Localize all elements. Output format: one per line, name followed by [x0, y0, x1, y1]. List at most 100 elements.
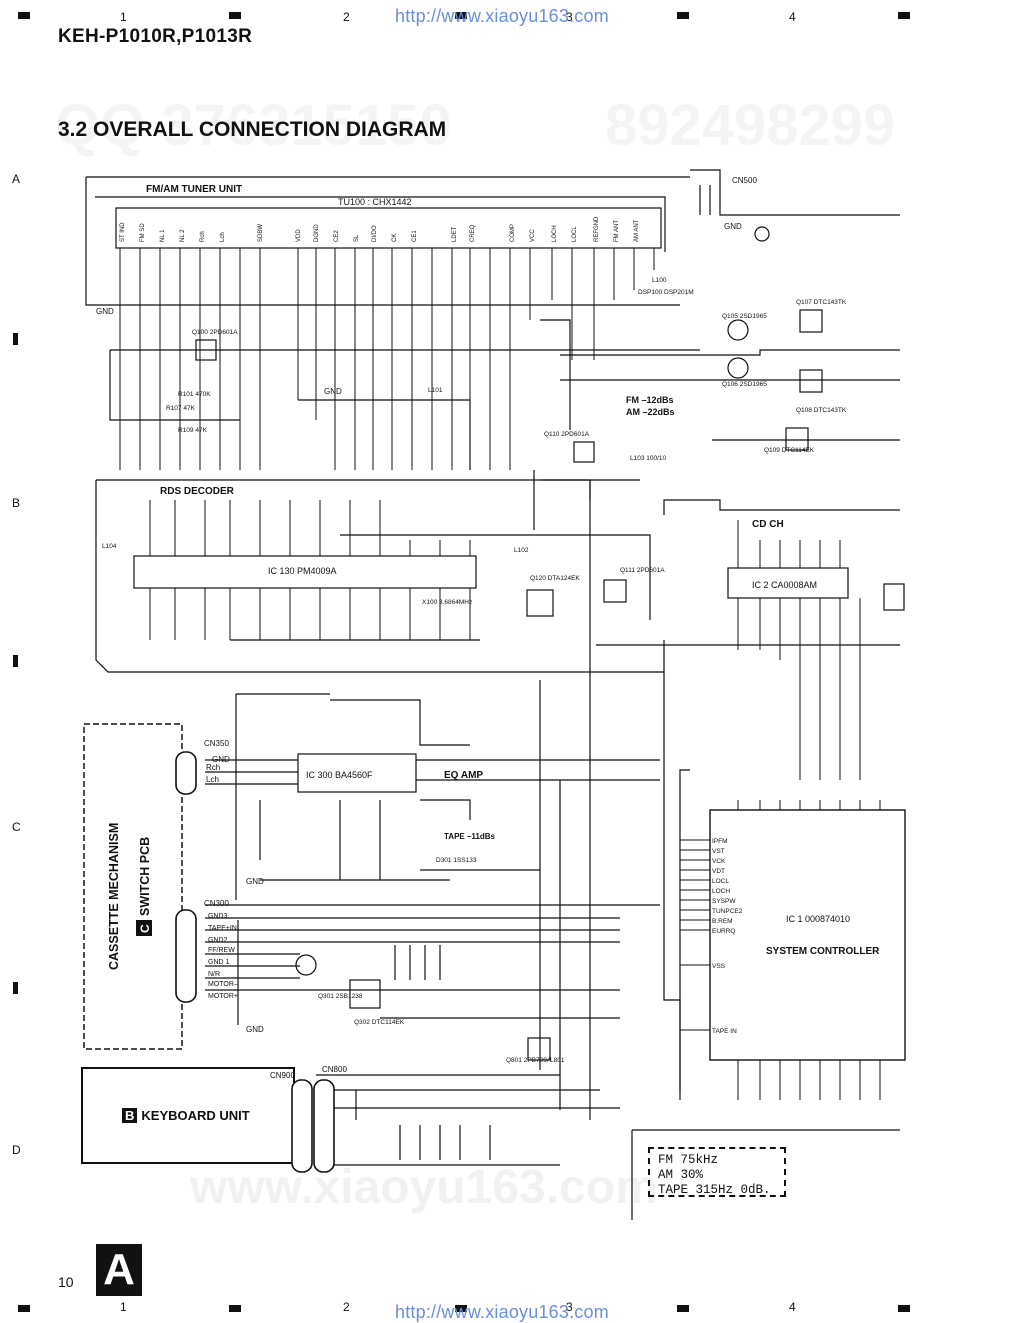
model-number: KEH-P1010R,P1013R [58, 26, 253, 47]
component-label: R101 470K [178, 391, 211, 398]
grid-mark [898, 12, 910, 19]
grid-mark [18, 12, 30, 19]
cn800-label: CN800 [322, 1065, 347, 1074]
grid-mark [18, 1305, 30, 1312]
am-level: AM –22dBs [626, 407, 675, 417]
grid-col-4: 4 [789, 10, 796, 24]
cn300-pin: GND3 [208, 913, 228, 920]
url-bottom[interactable]: http://www.xiaoyu163.com [395, 1302, 609, 1322]
gnd-label-cassette: GND [246, 1025, 264, 1034]
component-label: X100 3.6864MHz [422, 599, 472, 606]
component-label: Q110 2PD601A [544, 431, 590, 438]
component-label: L103 100/10 [630, 455, 667, 462]
note-line-2: AM 30% [658, 1168, 704, 1182]
component-label: R109 47K [178, 427, 208, 434]
grid-col-3-bottom: 3 [566, 1300, 573, 1314]
gnd-label-cn350: GND [212, 755, 230, 764]
watermark-number: 892498299 [605, 93, 896, 158]
section-letter: A [96, 1244, 142, 1296]
component-label: DSP100 DSP201M [638, 289, 694, 296]
tape-level: TAPE –11dBs [444, 832, 496, 841]
syscon-pin: EURRQ [712, 928, 735, 935]
component-label: Q105 2SD1965 [722, 313, 767, 320]
watermark-site: www.xiaoyu163.com [190, 1161, 658, 1214]
gnd-label: GND [96, 307, 114, 316]
cn300-pin: N/R [208, 971, 220, 978]
page-title: 3.2 OVERALL CONNECTION DIAGRAM [58, 118, 447, 141]
fm-level: FM –12dBs [626, 395, 674, 405]
component-label: L100 [652, 277, 667, 284]
tuner-title: FM/AM TUNER UNIT [146, 184, 242, 195]
tuner-pin: LDET [452, 226, 458, 242]
tuner-pin: CE2 [334, 230, 340, 242]
cn300-pin: MOTOR+ [208, 993, 238, 1000]
syscon-pin: TUNPCE2 [712, 908, 743, 915]
rds-title: RDS DECODER [160, 486, 235, 497]
component-label: D301 1SS133 [436, 857, 477, 864]
rch-label: Rch [206, 763, 220, 772]
tuner-pin: AM ANT [634, 219, 640, 242]
grid-mark [455, 1305, 467, 1312]
cn300-label: CN300 [204, 899, 229, 908]
page-number: 10 [58, 1274, 74, 1290]
grid-col-2: 2 [343, 10, 350, 24]
gnd-label-tuner: GND [324, 387, 342, 396]
grid-mark [455, 12, 467, 19]
grid-col-1-bottom: 1 [120, 1300, 127, 1314]
gnd-label-cn500: GND [724, 222, 742, 231]
eq-ic-label: IC 300 BA4560F [306, 770, 373, 780]
cn900-label: CN900 [270, 1071, 295, 1080]
grid-mark [229, 1305, 241, 1312]
tuner-pin: CREQ [470, 224, 476, 242]
test-condition-note: FM 75kHz AM 30% TAPE 315Hz 0dB. [648, 1147, 786, 1197]
component-label: L101 [428, 387, 443, 394]
tuner-pin: LOCL [572, 226, 578, 242]
tuner-pin: SDBW [258, 224, 264, 242]
gnd-label-eq: GND [246, 877, 264, 886]
grid-col-1: 1 [120, 10, 127, 24]
component-label: L102 [514, 547, 529, 554]
syscon-pin: VDT [712, 868, 725, 875]
switch-pcb-title: SWITCH PCB [138, 837, 152, 916]
grid-col-3: 3 [566, 10, 573, 24]
tuner-pin: VCC [530, 229, 536, 242]
grid-mark [677, 12, 689, 19]
keyboard-badge: B [122, 1108, 138, 1123]
cn350-label: CN350 [204, 739, 229, 748]
component-label: Q111 2PD601A [620, 567, 665, 574]
tuner-pin: NL 1 [160, 229, 166, 242]
url-top[interactable]: http://www.xiaoyu163.com [395, 6, 609, 26]
component-label: L801 [550, 1057, 565, 1064]
tuner-pin: FM ANT [614, 220, 620, 242]
tuner-pin: REFGND [594, 216, 600, 242]
syscon-ic-label: IC 1 000874010 [786, 914, 850, 924]
tuner-pin: FM SD [140, 223, 146, 242]
syscon-pin: LOCL [712, 878, 729, 885]
lch-label: Lch [206, 775, 219, 784]
syscon-pin: VCK [712, 858, 726, 865]
switch-badge: C [138, 924, 152, 933]
tuner-pin: LOCH [552, 225, 558, 242]
grid-row-B: B [12, 496, 21, 510]
syscon-pin: SYSPW [712, 898, 736, 905]
watermark-qq: QQ 376315150 [55, 93, 452, 158]
tuner-pin: ST IND [120, 222, 126, 242]
grid-row-D: D [12, 1143, 21, 1157]
tuner-pin: NL 2 [180, 229, 186, 242]
cn300-pin: TAPE+IN [208, 925, 237, 932]
grid-col-2-bottom: 2 [343, 1300, 350, 1314]
component-label: L104 [102, 543, 117, 550]
component-label: Q109 DTC114EK [764, 447, 815, 454]
note-line-3: TAPE 315Hz 0dB. [658, 1183, 771, 1197]
syscon-label: SYSTEM CONTROLLER [766, 946, 880, 957]
cassette-title: CASSETTE MECHANISM [107, 823, 121, 970]
keyboard-title: KEYBOARD UNIT [141, 1108, 250, 1123]
cn300-pin: GND2 [208, 937, 228, 944]
syscon-pin: B.REM [712, 918, 733, 925]
eq-amp-label: EQ AMP [444, 770, 483, 781]
grid-col-4-bottom: 4 [789, 1300, 796, 1314]
component-label: Q801 2PB709A [506, 1057, 552, 1064]
component-label: Q100 2PD601A [192, 329, 238, 336]
note-line-1: FM 75kHz [658, 1153, 719, 1167]
